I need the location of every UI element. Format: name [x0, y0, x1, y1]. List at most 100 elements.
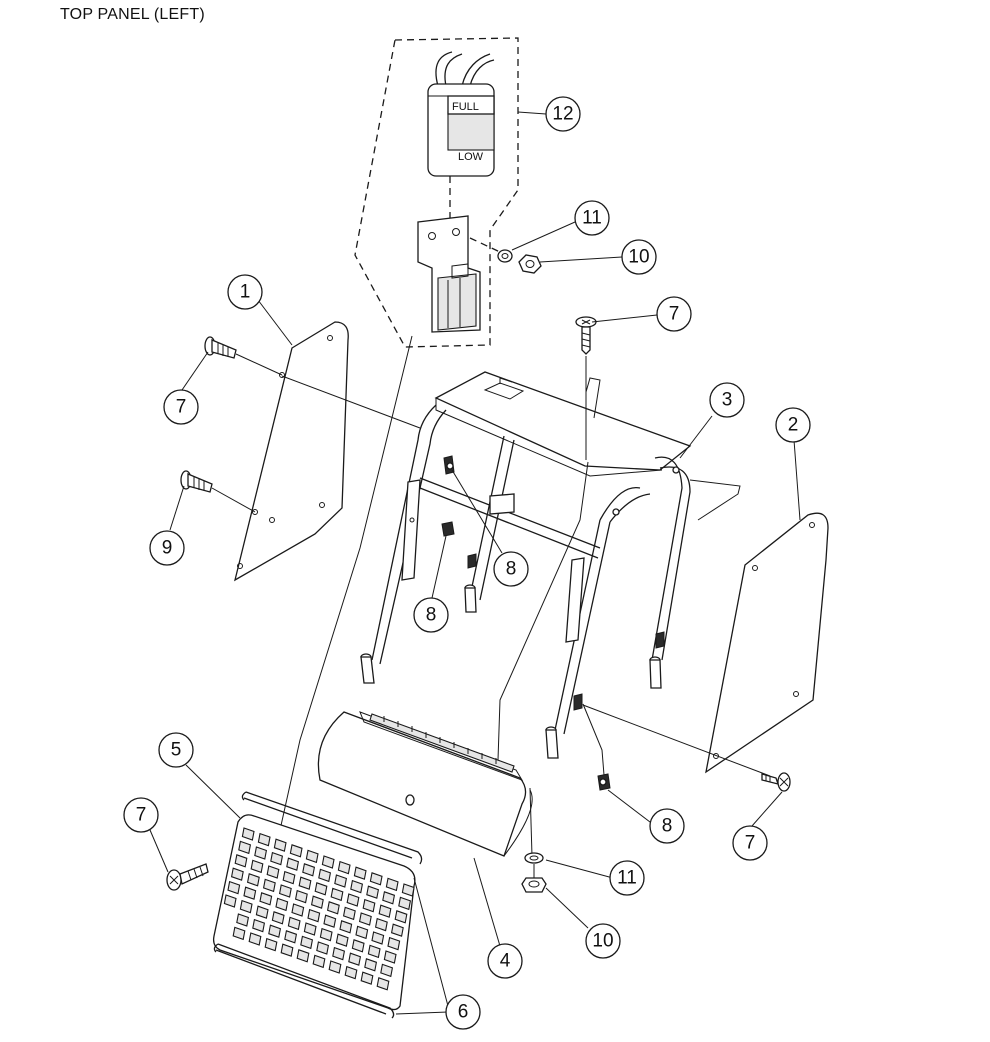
mesh-cell	[348, 952, 362, 966]
callout-9: 9	[149, 530, 185, 566]
callout-leaders	[149, 111, 801, 1015]
mesh-cell	[270, 851, 284, 866]
mesh-cell	[337, 860, 351, 875]
svg-text:7: 7	[745, 833, 756, 854]
callout-2: 2	[775, 407, 811, 443]
callout-4: 4	[487, 943, 523, 979]
mesh-cell	[394, 910, 408, 924]
svg-text:8: 8	[506, 559, 517, 580]
mesh-cell	[366, 885, 380, 899]
mesh-cell	[303, 922, 317, 936]
right-side-panel	[705, 512, 829, 774]
mesh-cell	[280, 943, 294, 957]
mesh-cell	[319, 927, 333, 942]
mesh-cell	[323, 914, 337, 928]
mesh-cell	[296, 949, 310, 963]
callout-7-right: 7	[732, 825, 768, 861]
callout-10-bottom: 10	[585, 923, 621, 959]
mesh-cell	[382, 891, 396, 905]
mesh-cell	[241, 827, 255, 841]
svg-text:11: 11	[617, 868, 637, 889]
mesh-cell	[358, 912, 372, 926]
svg-text:11: 11	[582, 208, 602, 229]
reservoir-tank: FULL LOW	[427, 51, 495, 225]
mesh-cell	[282, 870, 296, 885]
callout-8-a: 8	[493, 551, 529, 587]
mesh-cell	[248, 932, 262, 946]
callout-12: 12	[545, 96, 581, 132]
bolt-left-lower	[180, 470, 256, 513]
left-side-panel	[234, 321, 349, 582]
reservoir-bracket	[417, 215, 501, 333]
mesh-cell	[238, 840, 252, 855]
svg-text:7: 7	[176, 397, 187, 418]
full-mark-label: FULL	[452, 101, 479, 113]
callout-8-b: 8	[413, 597, 449, 633]
mesh-cell	[243, 886, 257, 900]
mesh-cell	[378, 904, 392, 918]
mesh-cell	[300, 935, 314, 950]
main-frame	[360, 371, 741, 791]
mesh-cell	[364, 958, 378, 972]
mesh-cell	[353, 866, 367, 880]
mesh-cell	[332, 946, 346, 961]
svg-text:1: 1	[240, 282, 251, 303]
svg-text:8: 8	[662, 816, 673, 837]
mesh-cell	[284, 930, 298, 944]
svg-text:2: 2	[788, 415, 799, 436]
callout-3: 3	[709, 382, 745, 418]
callout-7-left: 7	[163, 389, 199, 425]
mesh-cell	[339, 920, 353, 934]
mesh-cell	[342, 906, 356, 921]
svg-text:10: 10	[628, 247, 649, 268]
mesh-cell	[259, 892, 273, 906]
mesh-cell	[371, 931, 385, 945]
mesh-cell	[227, 880, 241, 895]
mesh-cell	[255, 905, 269, 919]
mesh-cell	[278, 884, 292, 898]
callout-6: 6	[445, 994, 481, 1030]
mesh-cell	[254, 846, 268, 860]
mesh-cell	[326, 901, 340, 915]
mesh-cell	[321, 855, 335, 869]
callouts: 12 11 10 1 7 7 3 2 9 8 8 5 7 8 7 11 10 4…	[123, 96, 811, 1030]
mesh-cell	[351, 939, 365, 953]
mesh-cell	[369, 872, 383, 886]
bolt-grille	[166, 863, 209, 891]
mesh-cell	[266, 865, 280, 879]
front-cover	[317, 711, 533, 857]
mesh-cell	[232, 926, 246, 941]
svg-text:4: 4	[500, 951, 511, 972]
mesh-cell	[374, 917, 388, 932]
mesh-cell	[262, 878, 276, 893]
mesh-cell	[355, 925, 369, 940]
svg-text:12: 12	[552, 104, 573, 125]
mesh-cell	[390, 923, 404, 937]
callout-8-c: 8	[649, 808, 685, 844]
mesh-cell	[291, 903, 305, 917]
mesh-cell	[230, 867, 244, 881]
svg-text:7: 7	[136, 805, 147, 826]
mesh-cell	[401, 883, 415, 897]
mesh-cell	[344, 965, 358, 980]
mesh-cell	[223, 894, 237, 908]
callout-7-top: 7	[656, 296, 692, 332]
mesh-cell	[271, 911, 285, 925]
top-screw	[575, 316, 597, 460]
mesh-cell	[360, 971, 374, 985]
mesh-cell	[330, 887, 344, 902]
svg-text:8: 8	[426, 605, 437, 626]
svg-text:5: 5	[171, 740, 182, 761]
bolt-right	[761, 772, 791, 792]
callout-11-bottom: 11	[609, 860, 645, 896]
callout-5: 5	[158, 732, 194, 768]
mesh-cell	[383, 950, 397, 964]
mesh-cell	[334, 874, 348, 888]
mesh-cell	[376, 977, 390, 991]
mesh-cell	[239, 899, 253, 914]
low-mark-label: LOW	[458, 151, 484, 163]
callout-7-grille: 7	[123, 797, 159, 833]
mesh-cell	[350, 879, 364, 894]
mesh-cell	[314, 882, 328, 896]
